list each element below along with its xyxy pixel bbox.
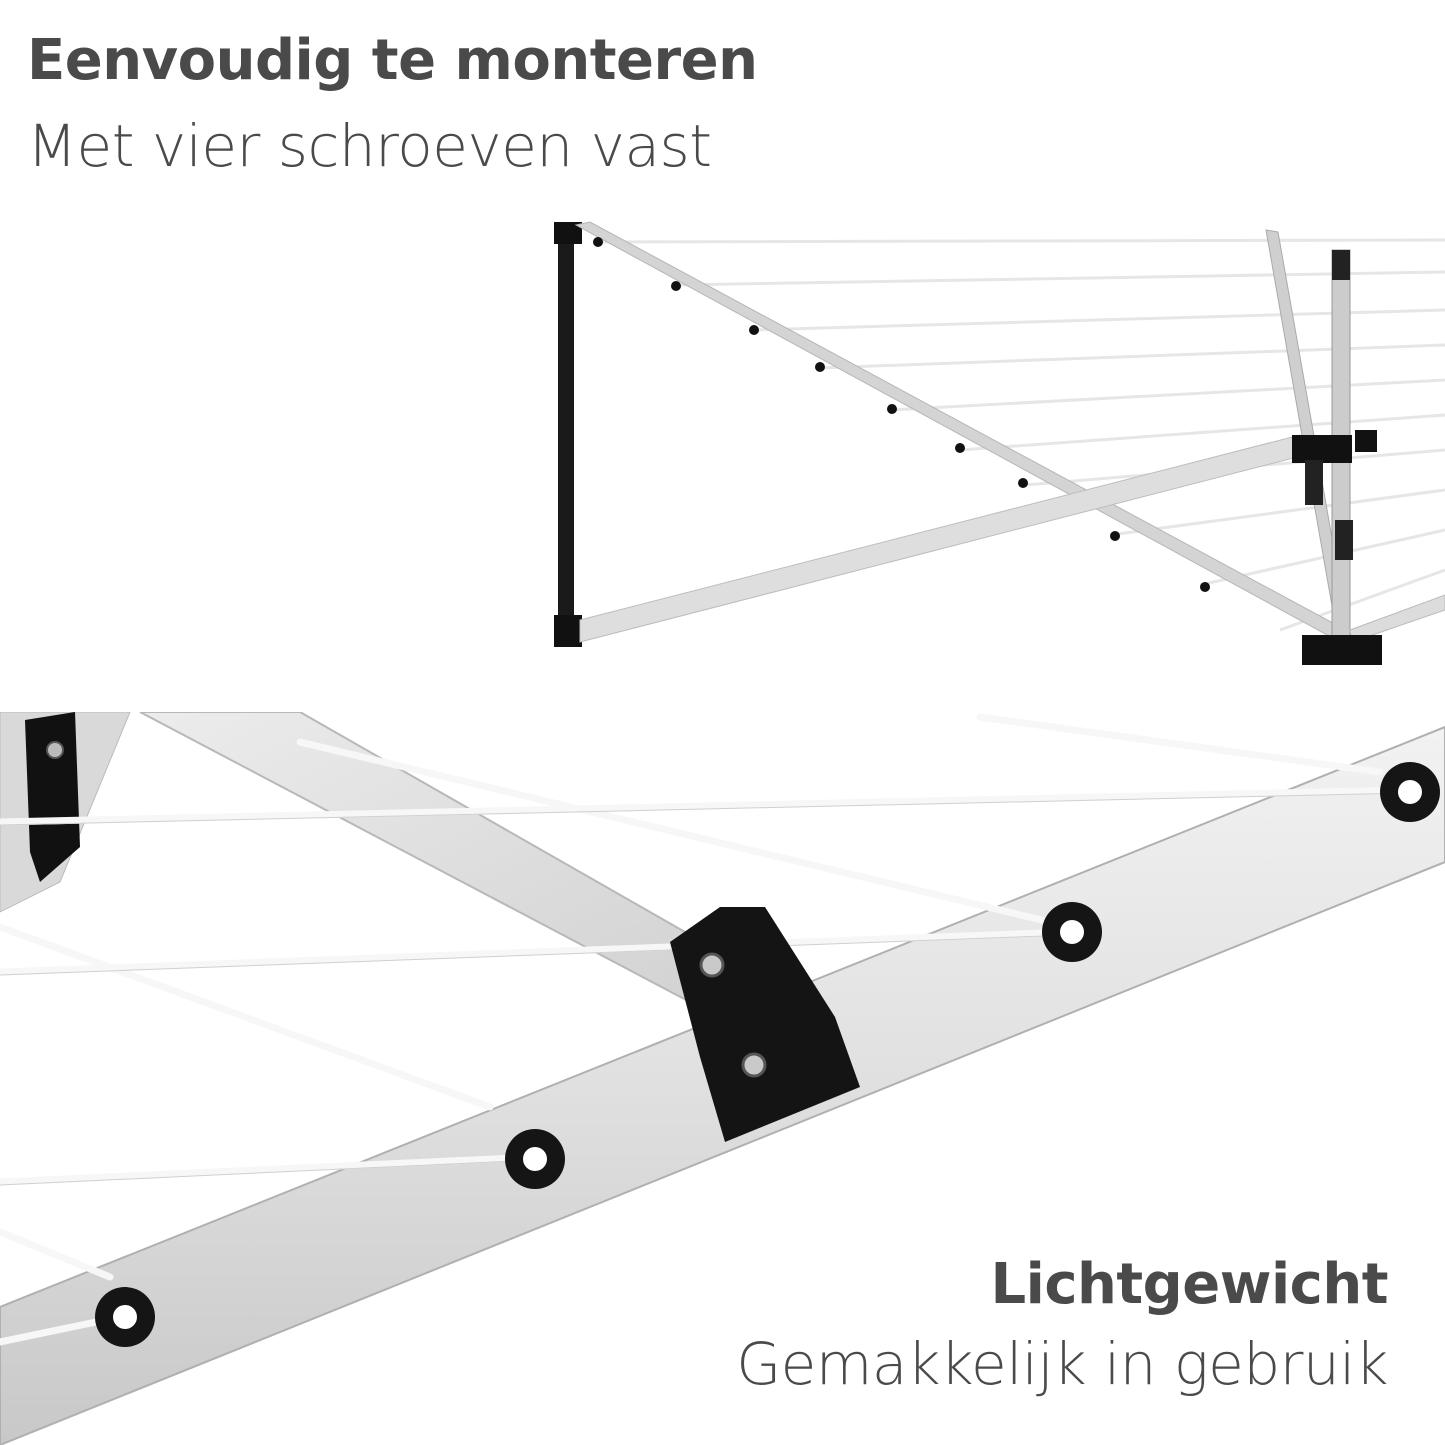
left-bracket [25,712,80,882]
drying-rack-overview-image [554,221,1445,665]
wall-bracket-bar [558,225,574,645]
closeup-lines [0,713,1414,1346]
top-feature-title: Eenvoudig te monteren [27,28,758,93]
grommets [95,762,1440,1347]
lower-arm [579,434,1306,643]
drying-rack-closeup-image [0,712,1445,1445]
rivets [593,237,1210,592]
upper-arm [574,221,1357,643]
top-feature-subtitle: Met vier schroeven vast [27,112,712,180]
middle-bracket [1292,435,1352,463]
wall-bracket-bottom [554,615,582,647]
bottom-feature-subtitle: Gemakkelijk in gebruik [736,1330,1388,1398]
bottom-feature-title: Lichtgewicht [990,1252,1388,1317]
bottom-bracket [1302,635,1382,665]
wall-bracket-top [554,222,582,244]
